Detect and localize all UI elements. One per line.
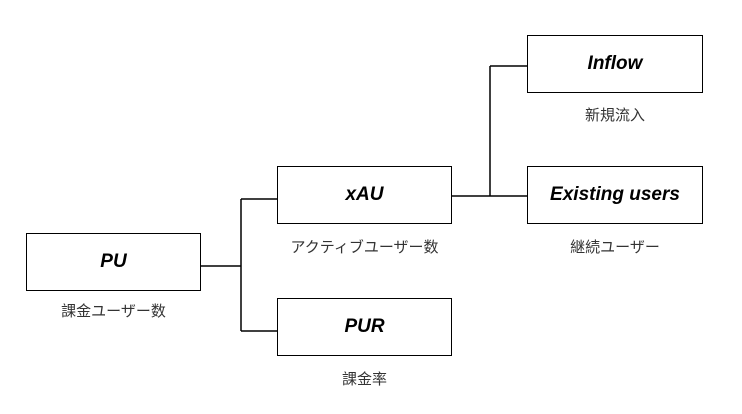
node-xau-caption: アクティブユーザー数 xyxy=(290,238,439,256)
node-xau: xAU xyxy=(277,166,452,224)
node-pur-label: PUR xyxy=(344,316,385,337)
node-inflow-caption: 新規流入 xyxy=(584,106,645,124)
node-inflow-label: Inflow xyxy=(587,53,643,74)
node-pur: PUR xyxy=(277,298,452,356)
node-pu-caption: 課金ユーザー数 xyxy=(61,302,166,320)
node-existing-users: Existing users xyxy=(527,166,703,224)
node-pu-label: PU xyxy=(100,251,127,272)
node-xau-label: xAU xyxy=(345,184,384,205)
node-existing-users-caption: 継続ユーザー xyxy=(570,238,660,256)
node-inflow: Inflow xyxy=(527,35,703,93)
node-pu: PU xyxy=(26,233,201,291)
node-existing-users-label: Existing users xyxy=(550,184,680,205)
node-pur-caption: 課金率 xyxy=(341,370,387,388)
